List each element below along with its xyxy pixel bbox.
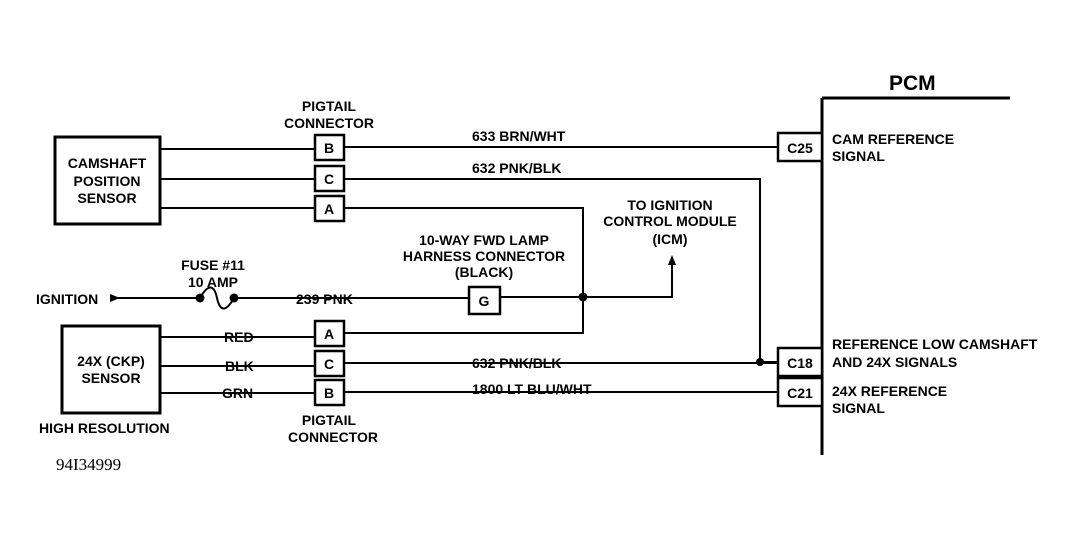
ckp-sensor-line2: SENSOR <box>81 370 140 386</box>
pcm-pin-c25-label: C25 <box>787 140 813 156</box>
pigtail-bottom-pin-c: C <box>324 356 334 372</box>
high-resolution-label: HIGH RESOLUTION <box>39 420 170 436</box>
wire-632-top <box>344 178 778 363</box>
pigtail-top-label: PIGTAIL <box>302 98 357 114</box>
pigtail-bottom-label: PIGTAIL <box>302 412 357 428</box>
reference-low-label: REFERENCE LOW CAMSHAFT <box>832 336 1038 352</box>
wire-632-bottom-label: 632 PNK/BLK <box>472 355 561 371</box>
wire-632-top-label: 632 PNK/BLK <box>472 160 561 176</box>
pigtail-bottom-pin-b: B <box>324 385 334 401</box>
wire-grn-label: GRN <box>222 385 253 401</box>
pcm-pin-c18: C18 <box>776 346 824 378</box>
pigtail-top-pin-c: C <box>324 171 334 187</box>
wire-cam-a <box>344 207 584 297</box>
pigtail-top-label-2: CONNECTOR <box>284 115 374 131</box>
camshaft-sensor-line3: SENSOR <box>77 190 136 206</box>
reference-24x-label: 24X REFERENCE <box>832 383 947 399</box>
ignition-label: IGNITION <box>36 291 98 307</box>
ckp-sensor-line1: 24X (CKP) <box>77 353 145 369</box>
pigtail-connector-bottom: A C B PIGTAIL CONNECTOR <box>288 319 378 445</box>
reference-low-label-2: AND 24X SIGNALS <box>832 354 957 370</box>
camshaft-sensor-line2: POSITION <box>74 173 141 189</box>
pigtail-bottom-label-2: CONNECTOR <box>288 429 378 445</box>
pigtail-bottom-pin-a: A <box>324 326 334 342</box>
pigtail-top-pin-b: B <box>324 140 334 156</box>
ckp-sensor: 24X (CKP) SENSOR <box>60 324 162 415</box>
wire-to-icm <box>583 255 676 298</box>
pcm-pin-c21: C21 <box>776 376 824 408</box>
pcm-title: PCM <box>889 72 936 95</box>
wire-1800-label: 1800 LT BLU/WHT <box>472 381 592 397</box>
fuse-11: FUSE #11 10 AMP <box>181 257 245 310</box>
harness-pin-g: G <box>479 293 490 309</box>
wire-633-label: 633 BRN/WHT <box>472 128 566 144</box>
fuse-label-2: 10 AMP <box>188 274 238 290</box>
wire-239-label: 239 PNK <box>296 291 353 307</box>
camshaft-position-sensor: CAMSHAFT POSITION SENSOR <box>53 135 162 226</box>
wire-blk-label: BLK <box>225 358 254 374</box>
pigtail-top-pin-a: A <box>324 201 334 217</box>
icm-label-2: CONTROL MODULE <box>603 213 737 229</box>
pcm-pin-c21-label: C21 <box>787 385 813 401</box>
harness-label-2: HARNESS CONNECTOR <box>403 248 565 264</box>
harness-connector: 10-WAY FWD LAMP HARNESS CONNECTOR (BLACK… <box>403 232 565 316</box>
harness-label: 10-WAY FWD LAMP <box>419 232 549 248</box>
camshaft-sensor-line1: CAMSHAFT <box>68 155 147 171</box>
pcm-pin-c18-label: C18 <box>787 355 813 371</box>
harness-label-3: (BLACK) <box>455 264 513 280</box>
wire-ckp-a <box>344 297 584 334</box>
pigtail-connector-top: PIGTAIL CONNECTOR B C A <box>284 98 374 223</box>
cam-reference-label-2: SIGNAL <box>832 148 885 164</box>
pcm-pin-c25: C25 <box>776 131 824 163</box>
fuse-label: FUSE #11 <box>181 257 245 273</box>
reference-24x-label-2: SIGNAL <box>832 400 885 416</box>
icm-label: TO IGNITION <box>627 197 712 213</box>
wire-red-label: RED <box>224 329 254 345</box>
cam-reference-label: CAM REFERENCE <box>832 131 954 147</box>
figure-id: 94I34999 <box>56 455 121 474</box>
icm-label-3: (ICM) <box>653 231 688 247</box>
